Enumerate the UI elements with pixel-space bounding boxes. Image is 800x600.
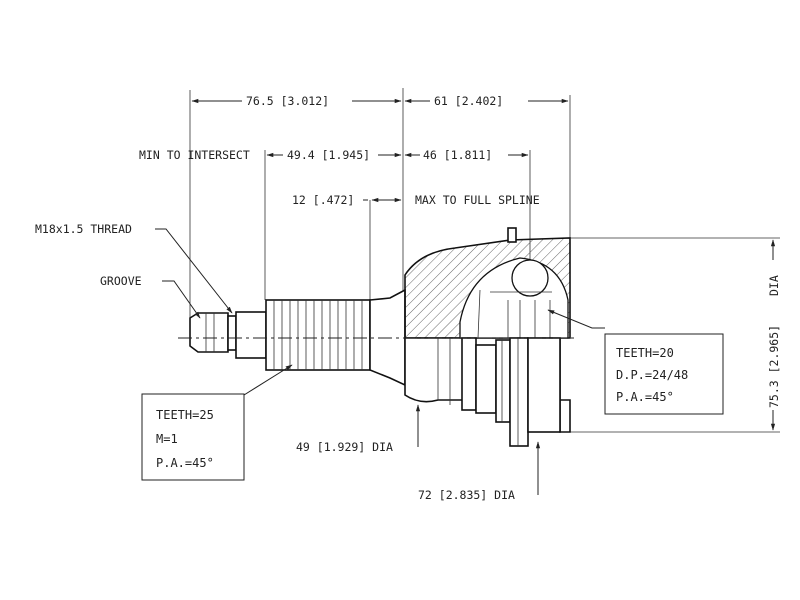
ball (511, 259, 549, 297)
left-box-line-1: TEETH=25 (156, 408, 214, 422)
dim-top-left: 76.5 [3.012] (246, 94, 329, 108)
shaft-neck (235, 311, 267, 359)
dim-mid-left-note: MIN TO INTERSECT (139, 148, 250, 162)
dimension-lines (191, 98, 776, 431)
stub-ring-1 (461, 337, 477, 411)
dim-dia-75-suffix: DIA (767, 275, 781, 296)
left-spec-box: TEETH=25 M=1 P.A.=45° (141, 393, 245, 481)
thread-tip (189, 312, 229, 353)
bell-tab (507, 227, 517, 243)
stub-ring-3 (495, 339, 511, 423)
stub-ring-4 (509, 337, 529, 447)
dim-spline-note: MAX TO FULL SPLINE (415, 193, 540, 207)
right-box-line-2: D.P.=24/48 (616, 368, 688, 382)
dim-top-right: 61 [2.402] (434, 94, 503, 108)
dim-mid-right: 46 [1.811] (423, 148, 492, 162)
spline-teeth (273, 300, 363, 370)
dim-mid-left: 49.4 [1.945] (287, 148, 370, 162)
left-box-line-3: P.A.=45° (156, 456, 214, 470)
stub-ring-2 (475, 344, 497, 414)
right-spec-box: TEETH=20 D.P.=24/48 P.A.=45° (604, 333, 724, 415)
groove (227, 315, 237, 351)
extension-lines (189, 88, 780, 433)
splined-shaft (265, 299, 371, 371)
dim-dia-49: 49 [1.929] DIA (296, 440, 393, 454)
left-box-line-2: M=1 (156, 432, 178, 446)
dim-dia-72: 72 [2.835] DIA (418, 488, 515, 502)
leaders (155, 228, 605, 495)
dim-spline-left: 12 [.472] (292, 193, 354, 207)
dim-dia-75: 75.3 [2.965] (767, 325, 781, 408)
right-box-line-3: P.A.=45° (616, 390, 674, 404)
groove-label: GROOVE (100, 274, 142, 288)
cv-joint-part (189, 227, 571, 447)
right-box-line-1: TEETH=20 (616, 346, 674, 360)
thread-label: M18x1.5 THREAD (35, 222, 132, 236)
stub-body (527, 337, 561, 433)
